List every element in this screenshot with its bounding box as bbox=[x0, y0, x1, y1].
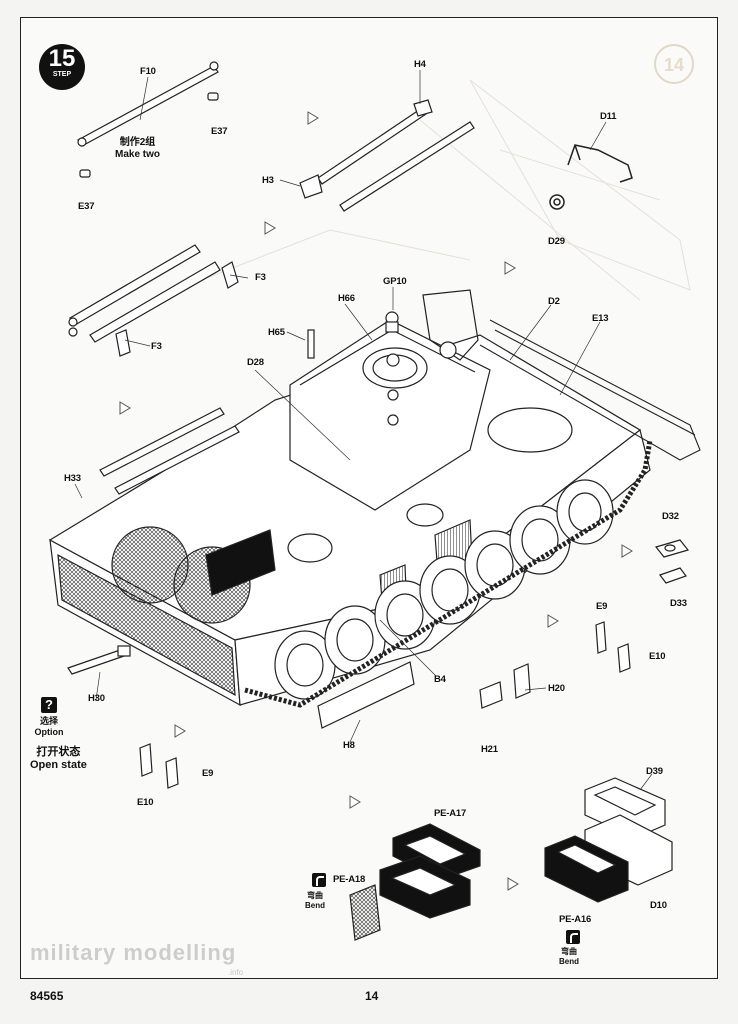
label-d28: D28 bbox=[247, 357, 264, 368]
part-e9-e10-right bbox=[595, 621, 631, 673]
kit-number: 84565 bbox=[30, 989, 64, 1003]
label-pe-a17: PE-A17 bbox=[434, 808, 467, 819]
watermark: military modelling bbox=[30, 940, 237, 965]
bend-note-a18: 弯曲 Bend bbox=[305, 891, 325, 911]
label-d10: D10 bbox=[650, 900, 667, 911]
open-state-en: Open state bbox=[30, 759, 87, 771]
label-gp10: GP10 bbox=[383, 276, 407, 287]
part-h8 bbox=[317, 661, 415, 729]
step-badge: 15 STEP bbox=[39, 44, 85, 90]
label-d33: D33 bbox=[670, 598, 687, 609]
label-f10: F10 bbox=[140, 66, 156, 77]
label-e37-top: E37 bbox=[211, 126, 228, 137]
part-e9-e10-left bbox=[139, 743, 179, 789]
small-parts bbox=[307, 289, 479, 426]
label-d39: D39 bbox=[646, 766, 663, 777]
label-d29: D29 bbox=[548, 236, 565, 247]
label-e10-right: E10 bbox=[649, 651, 666, 662]
bend-cn-a16: 弯曲 bbox=[561, 947, 577, 956]
part-d11 bbox=[549, 144, 633, 210]
part-f10 bbox=[77, 61, 219, 178]
part-d39-d10 bbox=[544, 777, 673, 903]
label-e9-right: E9 bbox=[596, 601, 608, 612]
part-h4 bbox=[299, 99, 475, 212]
make-two-en: Make two bbox=[115, 149, 161, 160]
bend-icon-a16 bbox=[566, 930, 580, 944]
label-f3-a: F3 bbox=[255, 272, 266, 283]
label-d32: D32 bbox=[662, 511, 679, 522]
step-number: 15 bbox=[48, 45, 76, 72]
tank-hull bbox=[48, 319, 651, 707]
bend-note-a16: 弯曲 Bend bbox=[559, 947, 579, 967]
part-f3 bbox=[68, 244, 239, 357]
part-pe-a17-a18 bbox=[349, 823, 481, 941]
label-h65: H65 bbox=[268, 327, 285, 338]
bend-cn-a18: 弯曲 bbox=[307, 891, 323, 900]
leader-lines bbox=[74, 70, 653, 791]
label-e37-left: E37 bbox=[78, 201, 95, 212]
bend-en-a18: Bend bbox=[305, 901, 325, 910]
question-icon: ? bbox=[41, 697, 57, 713]
make-two-cn: 制作2组 bbox=[119, 137, 156, 148]
label-f3-b: F3 bbox=[151, 341, 162, 352]
label-h3: H3 bbox=[262, 175, 274, 186]
rack-right bbox=[479, 319, 701, 461]
option-en: Option bbox=[34, 727, 64, 737]
step-word: STEP bbox=[52, 71, 72, 78]
open-state-cn: 打开状态 bbox=[36, 746, 81, 758]
label-e9-left: E9 bbox=[202, 768, 214, 779]
open-state-note: 打开状态 Open state bbox=[30, 746, 87, 772]
option-cn: 选择 bbox=[39, 716, 58, 726]
bend-en-a16: Bend bbox=[559, 957, 579, 966]
label-h20: H20 bbox=[548, 683, 565, 694]
label-b4: B4 bbox=[434, 674, 446, 685]
track bbox=[244, 439, 653, 708]
part-h30 bbox=[67, 645, 131, 675]
tow-cable bbox=[99, 407, 240, 495]
part-d32-d33 bbox=[654, 539, 690, 584]
part-h20-h21 bbox=[479, 663, 531, 709]
make-two-note: 制作2组 Make two bbox=[115, 137, 160, 161]
label-h4: H4 bbox=[414, 59, 426, 70]
label-d2: D2 bbox=[548, 296, 560, 307]
label-pe-a16: PE-A16 bbox=[559, 914, 592, 925]
label-h33: H33 bbox=[64, 473, 81, 484]
watermark-sub: .info bbox=[228, 968, 244, 977]
option-note: 选择 Option bbox=[26, 716, 72, 738]
ghost-step-badge: 14 bbox=[654, 44, 694, 84]
label-h30: H30 bbox=[88, 693, 105, 704]
label-h21: H21 bbox=[481, 744, 498, 755]
label-h8: H8 bbox=[343, 740, 355, 751]
label-e13: E13 bbox=[592, 313, 609, 324]
label-d11: D11 bbox=[600, 111, 617, 122]
direction-arrows bbox=[119, 111, 633, 891]
label-e10-left: E10 bbox=[137, 797, 154, 808]
bend-icon-a18 bbox=[312, 873, 326, 887]
label-pe-a18: PE-A18 bbox=[333, 874, 366, 885]
label-h66: H66 bbox=[338, 293, 355, 304]
page-number: 14 bbox=[365, 989, 379, 1003]
